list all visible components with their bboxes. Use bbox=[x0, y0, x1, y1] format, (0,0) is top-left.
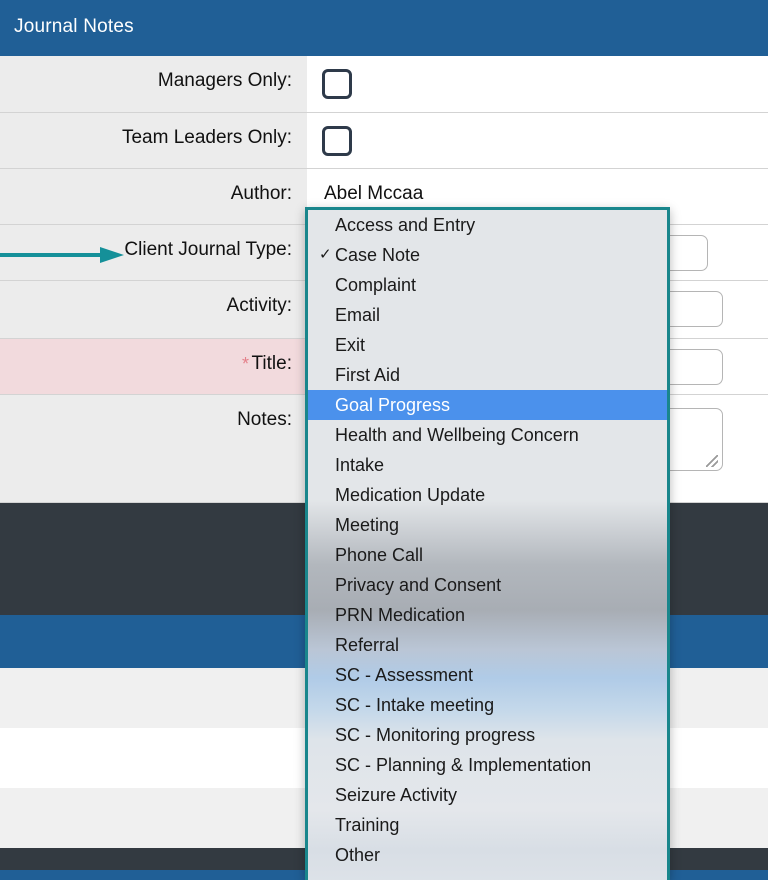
menu-item-training[interactable]: Training bbox=[308, 810, 667, 840]
menu-item-label: Phone Call bbox=[335, 545, 424, 565]
menu-item-case-note[interactable]: ✓Case Note bbox=[308, 240, 667, 270]
menu-item-email[interactable]: Email bbox=[308, 300, 667, 330]
checkbox-managers-only[interactable] bbox=[322, 69, 352, 99]
field-label: Client Journal Type: bbox=[124, 239, 292, 260]
menu-item-label: Complaint bbox=[335, 275, 417, 295]
label-cell: Author: bbox=[0, 169, 307, 224]
arrow-icon bbox=[0, 247, 124, 263]
menu-item-sc-assessment[interactable]: SC - Assessment bbox=[308, 660, 667, 690]
menu-item-seizure-activity[interactable]: Seizure Activity bbox=[308, 780, 667, 810]
menu-item-exit[interactable]: Exit bbox=[308, 330, 667, 360]
checkmark-icon: ✓ bbox=[319, 246, 332, 263]
label-cell: Notes: bbox=[0, 395, 307, 502]
field-label: Managers Only: bbox=[157, 70, 292, 91]
menu-item-label: PRN Medication bbox=[335, 605, 466, 625]
menu-item-prn-medication[interactable]: PRN Medication bbox=[308, 600, 667, 630]
required-asterisk: * bbox=[241, 354, 249, 374]
menu-item-meeting[interactable]: Meeting bbox=[308, 510, 667, 540]
menu-item-label: Training bbox=[335, 815, 400, 835]
menu-item-label: Referral bbox=[335, 635, 400, 655]
label-cell: Activity: bbox=[0, 281, 307, 338]
menu-item-sc-planning-implementation[interactable]: SC - Planning & Implementation bbox=[308, 750, 667, 780]
menu-item-label: Seizure Activity bbox=[335, 785, 458, 805]
menu-item-label: Privacy and Consent bbox=[335, 575, 502, 595]
menu-item-sc-intake-meeting[interactable]: SC - Intake meeting bbox=[308, 690, 667, 720]
field-cell bbox=[307, 56, 768, 112]
menu-item-goal-progress[interactable]: Goal Progress bbox=[308, 390, 667, 420]
checkbox-team-leaders-only[interactable] bbox=[322, 126, 352, 156]
menu-item-first-aid[interactable]: First Aid bbox=[308, 360, 667, 390]
menu-item-other[interactable]: Other bbox=[308, 840, 667, 870]
menu-item-complaint[interactable]: Complaint bbox=[308, 270, 667, 300]
menu-item-label: Medication Update bbox=[335, 485, 486, 505]
menu-item-label: Email bbox=[335, 305, 381, 325]
field-cell bbox=[307, 113, 768, 168]
section-header: Journal Notes bbox=[0, 0, 768, 56]
field-label: Activity: bbox=[226, 295, 292, 316]
form-row-team-leaders-only: Team Leaders Only: bbox=[0, 113, 768, 169]
menu-item-label: Exit bbox=[335, 335, 366, 355]
menu-item-intake[interactable]: Intake bbox=[308, 450, 667, 480]
menu-item-label: Intake bbox=[335, 455, 385, 475]
menu-item-label: Case Note bbox=[335, 245, 421, 265]
resize-grip-icon[interactable] bbox=[706, 455, 718, 467]
label-cell: Managers Only: bbox=[0, 56, 307, 112]
field-label: Author: bbox=[230, 183, 292, 204]
menu-item-label: Health and Wellbeing Concern bbox=[335, 425, 579, 445]
menu-item-health-and-wellbeing-concern[interactable]: Health and Wellbeing Concern bbox=[308, 420, 667, 450]
menu-item-label: First Aid bbox=[335, 365, 401, 385]
menu-item-privacy-and-consent[interactable]: Privacy and Consent bbox=[308, 570, 667, 600]
menu-item-label: SC - Assessment bbox=[335, 665, 474, 685]
menu-item-access-and-entry[interactable]: Access and Entry bbox=[308, 210, 667, 240]
label-cell: *Title: bbox=[0, 339, 307, 394]
label-cell: Client Journal Type: bbox=[0, 225, 307, 280]
menu-item-phone-call[interactable]: Phone Call bbox=[308, 540, 667, 570]
field-label: Notes: bbox=[237, 409, 292, 430]
field-label: Title: bbox=[251, 353, 292, 374]
label-cell: Team Leaders Only: bbox=[0, 113, 307, 168]
field-label: Team Leaders Only: bbox=[121, 127, 292, 148]
menu-item-label: SC - Planning & Implementation bbox=[335, 755, 592, 775]
menu-item-label: Goal Progress bbox=[335, 395, 451, 415]
author-value: Abel Mccaa bbox=[324, 183, 424, 204]
annotation-arrow bbox=[0, 246, 125, 264]
menu-item-label: Access and Entry bbox=[335, 215, 476, 235]
page-title: Journal Notes bbox=[14, 16, 134, 37]
menu-item-label: Other bbox=[335, 845, 381, 865]
menu-item-sc-monitoring-progress[interactable]: SC - Monitoring progress bbox=[308, 720, 667, 750]
menu-item-medication-update[interactable]: Medication Update bbox=[308, 480, 667, 510]
form-row-managers-only: Managers Only: bbox=[0, 56, 768, 113]
menu-item-label: SC - Monitoring progress bbox=[335, 725, 536, 745]
menu-item-label: Meeting bbox=[335, 515, 400, 535]
menu-item-label: SC - Intake meeting bbox=[335, 695, 495, 715]
menu-item-referral[interactable]: Referral bbox=[308, 630, 667, 660]
